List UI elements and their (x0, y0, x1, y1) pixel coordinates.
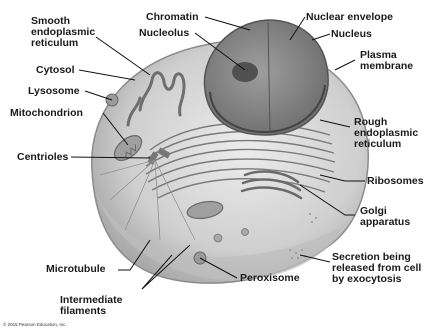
label-nucleolus: Nucleolus (139, 28, 189, 39)
vesicle (242, 229, 249, 236)
label-chromatin: Chromatin (146, 12, 199, 23)
label-smooth-er: Smooth endoplasmic reticulum (31, 16, 95, 49)
vesicle (214, 234, 222, 242)
label-microtubule: Microtubule (46, 264, 106, 275)
label-rough-er: Rough endoplasmic reticulum (354, 117, 418, 150)
label-lysosome: Lysosome (28, 86, 80, 97)
nucleolus (232, 62, 258, 82)
label-centrioles: Centrioles (17, 152, 68, 163)
label-cytosol: Cytosol (36, 65, 75, 76)
label-nuclear-envelope: Nuclear envelope (306, 12, 393, 23)
label-nucleus: Nucleus (331, 29, 372, 40)
label-peroxisome: Peroxisome (240, 273, 300, 284)
label-secretion: Secretion being released from cell by ex… (332, 252, 421, 285)
label-golgi: Golgi apparatus (360, 206, 410, 228)
label-mitochondrion: Mitochondrion (10, 108, 83, 119)
copyright-note: © 2015 Pearson Education, Inc. (3, 322, 67, 327)
label-ribosomes: Ribosomes (367, 176, 424, 187)
label-plasma-membrane: Plasma membrane (360, 50, 413, 72)
label-intermediate-filaments: Intermediate filaments (60, 295, 122, 317)
